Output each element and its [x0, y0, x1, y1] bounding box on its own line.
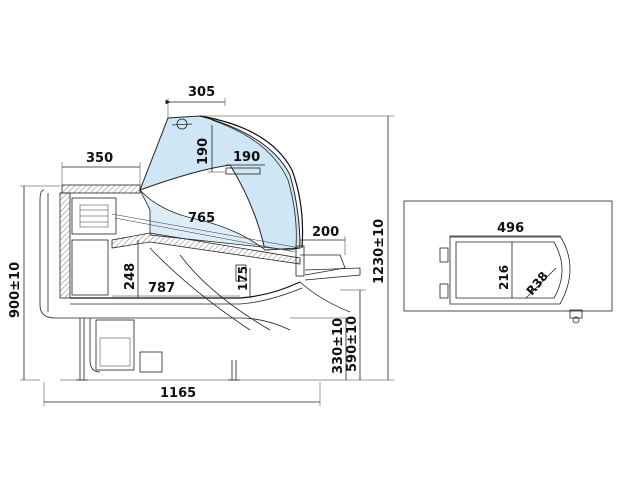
dim-216: 216 — [497, 265, 511, 290]
cabinet-left — [59, 192, 71, 299]
dim-590: 590±10 — [345, 316, 360, 372]
compressor — [95, 319, 135, 371]
dim-175: 175 — [236, 266, 250, 291]
dim-248: 248 — [123, 263, 138, 290]
worktop — [61, 184, 141, 194]
side-view: 305 190 190 350 765 200 248 787 175 — [8, 85, 394, 406]
dim-330: 330±10 — [331, 318, 346, 374]
dim-1230: 1230±10 — [372, 219, 387, 284]
dim-350: 350 — [86, 151, 113, 166]
dim-305: 305 — [188, 85, 215, 100]
display-tray — [111, 232, 301, 265]
dim-787: 787 — [148, 281, 175, 296]
basin-outline — [449, 235, 571, 305]
dim-190-horizontal: 190 — [233, 150, 260, 165]
front-glass-tint — [139, 189, 301, 251]
top-view-outline — [403, 200, 613, 312]
dim-496: 496 — [497, 221, 524, 236]
dim-200: 200 — [312, 225, 339, 240]
dim-765: 765 — [188, 211, 215, 226]
dim-900: 900±10 — [8, 262, 23, 318]
dim-1165: 1165 — [160, 386, 196, 401]
top-view: 496 216 R38 — [403, 200, 613, 324]
dim-r38: R38 — [524, 269, 551, 298]
dim-190-vertical: 190 — [196, 138, 211, 165]
